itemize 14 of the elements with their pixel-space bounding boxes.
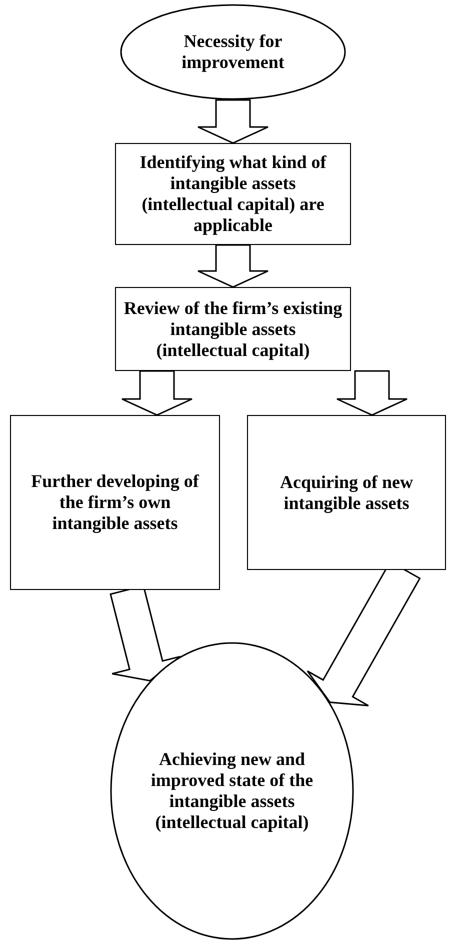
node-label: Identifying what kind of intangible assets (intellectual capital) are applicable bbox=[138, 152, 328, 236]
node-label: Acquiring of new intangible assets bbox=[278, 472, 414, 514]
node-label: Achieving new and improved state of the intangible assets (intellectual capital) bbox=[150, 749, 314, 833]
block-arrow bbox=[121, 370, 193, 416]
process-box bbox=[115, 143, 351, 245]
process-box bbox=[115, 287, 351, 371]
node-label: Further developing of the firm’s own intangible assets bbox=[30, 471, 200, 534]
block-arrow bbox=[336, 370, 408, 416]
block-arrow bbox=[197, 99, 269, 144]
process-box bbox=[10, 415, 220, 590]
node-label: Necessity for improvement bbox=[180, 31, 286, 73]
process-box bbox=[247, 415, 446, 570]
block-arrow bbox=[197, 244, 269, 288]
node-label: Review of the firm’s existing intangible assets (intellectual capital) bbox=[123, 298, 343, 360]
